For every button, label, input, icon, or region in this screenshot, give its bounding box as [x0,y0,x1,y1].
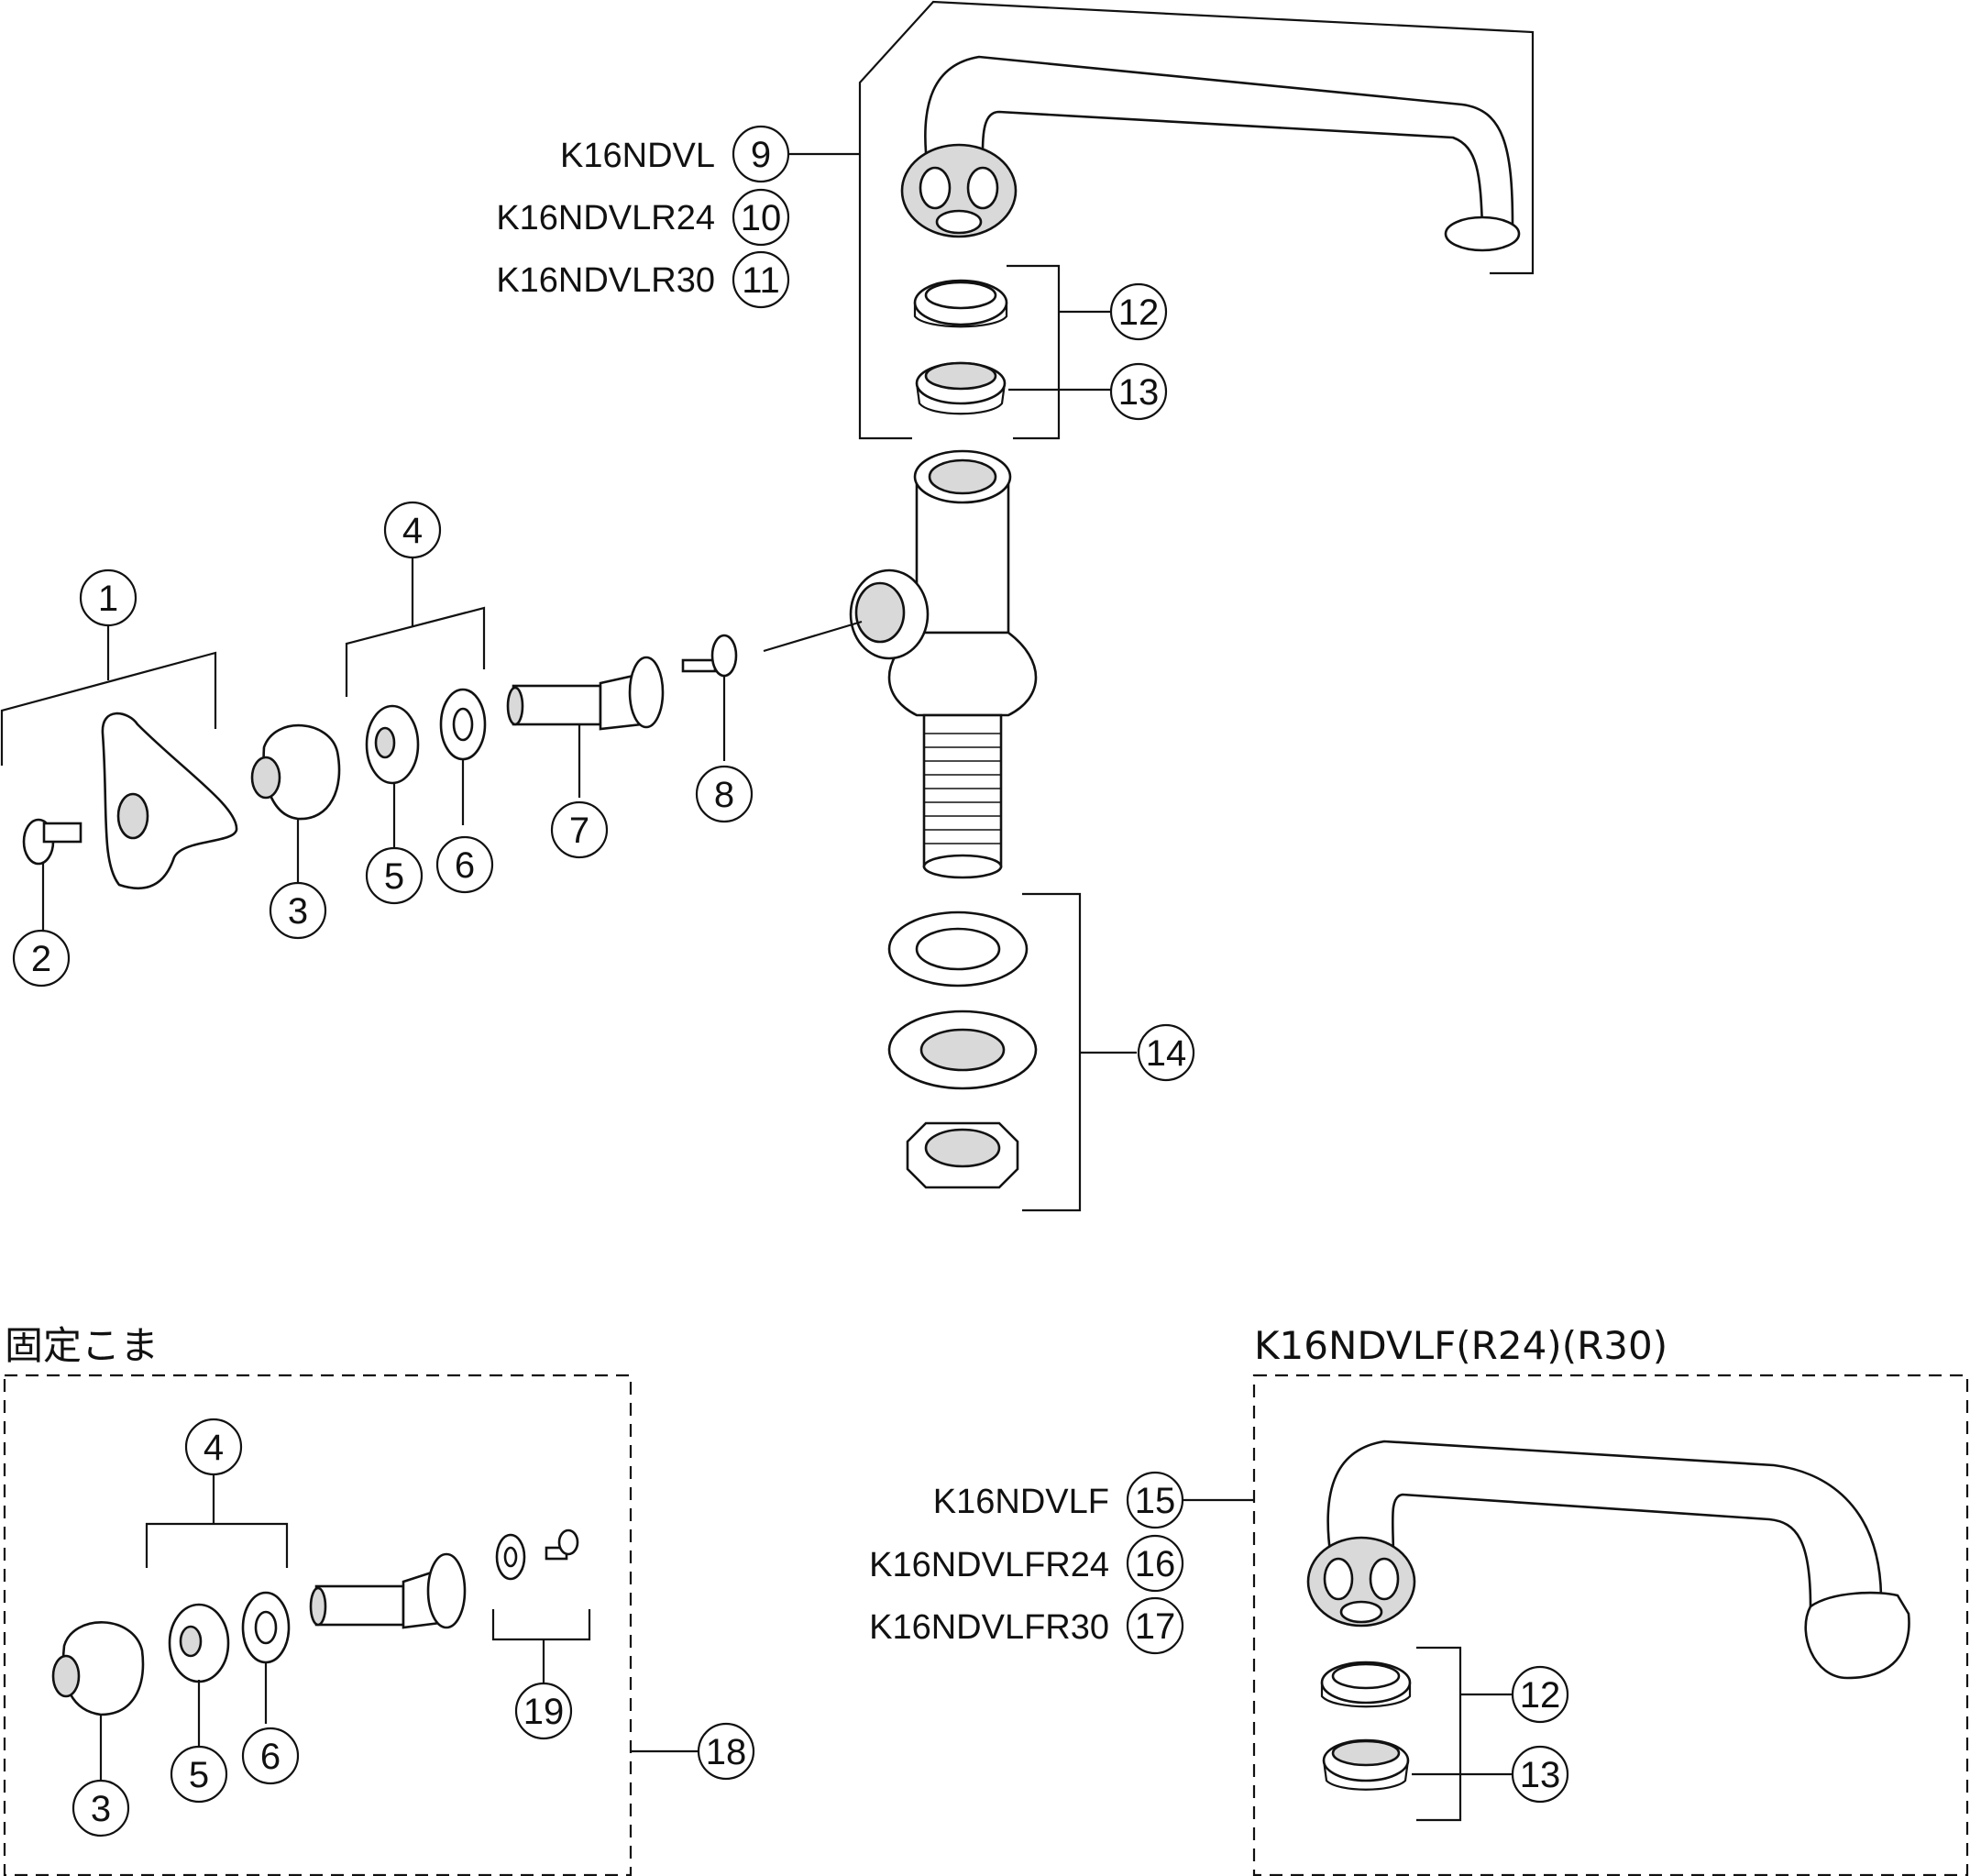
svg-text:4: 4 [402,511,423,551]
callout-8: 8 [695,765,754,823]
model-label-k16ndvlfr24: K16NDVLFR24 [869,1546,1109,1584]
svg-text:17: 17 [1135,1606,1176,1647]
svg-text:6: 6 [455,845,475,886]
svg-text:1: 1 [98,579,118,619]
fixed-part-5-packing [168,1603,230,1747]
part-5-packing [365,704,420,848]
fixed-part-19-washer-screw [495,1528,579,1581]
svg-text:15: 15 [1135,1481,1176,1521]
fixed-part-3-cap [51,1621,145,1783]
svg-text:12: 12 [1118,292,1160,333]
callout-15: 15 [1126,1471,1184,1529]
part-8-washer-top [681,634,738,761]
part-12-top [913,279,1008,328]
spout-group-bracket [858,0,1535,440]
callout-17: 17 [1126,1596,1184,1655]
part-14-washer [887,910,1029,988]
fixed-part-6-washer [241,1591,291,1724]
callout-18: 18 [697,1722,755,1781]
part-2-screw [22,818,83,931]
callout-10: 10 [732,188,790,247]
part-7-spindle [506,656,665,798]
callout-4-fixed: 4 [184,1418,243,1476]
callout-16: 16 [1126,1534,1184,1593]
section-title-fixed-top: 固定こま [5,1323,159,1368]
svg-text:14: 14 [1146,1033,1187,1074]
svg-text:12: 12 [1520,1675,1561,1716]
svg-text:4: 4 [204,1428,224,1468]
svg-text:11: 11 [742,260,780,301]
callout-13: 13 [1109,362,1168,421]
svg-text:5: 5 [189,1755,209,1795]
callout-12: 12 [1109,282,1168,341]
svg-text:3: 3 [91,1789,111,1829]
callout-12-variant: 12 [1511,1665,1569,1724]
callout-11: 11 [732,250,790,309]
callout-6: 6 [435,835,494,894]
callout-6-fixed: 6 [241,1727,300,1785]
svg-text:3: 3 [288,891,308,932]
fixed-spindle [309,1552,467,1629]
svg-text:13: 13 [1118,372,1160,413]
svg-text:13: 13 [1520,1755,1561,1795]
section-title-spout-variant: K16NDVLF(R24)(R30) [1254,1323,1667,1368]
model-label-k16ndvlf: K16NDVLF [933,1483,1109,1521]
part-14-nut [906,1121,1019,1189]
body-threads [924,733,1001,844]
part-1-handle [101,712,238,889]
callout-5: 5 [365,846,424,905]
variant-part-13 [1322,1738,1410,1791]
part-3-cap [250,723,341,885]
callout-5-fixed: 5 [170,1745,228,1804]
callout-14: 14 [1137,1023,1195,1082]
callout-4: 4 [383,501,442,559]
svg-text:9: 9 [751,135,771,175]
callout-3: 3 [269,881,327,940]
svg-text:18: 18 [706,1732,747,1772]
svg-text:19: 19 [523,1692,565,1732]
callout-19: 19 [514,1682,573,1740]
part-13-top [915,361,1007,415]
svg-text:5: 5 [384,856,404,897]
part-14-lock-washer [887,1010,1038,1090]
model-label-k16ndvlr30: K16NDVLR30 [496,261,715,300]
spout-main [900,55,1521,252]
svg-text:7: 7 [569,811,589,851]
callout-13-variant: 13 [1511,1745,1569,1804]
callout-1: 1 [79,568,138,627]
svg-text:6: 6 [260,1737,281,1777]
faucet-body [849,449,1038,879]
callout-7: 7 [550,800,609,859]
callout-3-fixed: 3 [72,1779,130,1837]
svg-text:2: 2 [31,939,51,979]
callout-2: 2 [12,929,71,988]
svg-text:16: 16 [1135,1544,1176,1584]
svg-text:10: 10 [741,198,782,238]
spout-variant [1306,1440,1910,1680]
svg-text:8: 8 [714,775,734,815]
model-label-k16ndvlfr30: K16NDVLFR30 [869,1608,1109,1647]
variant-part-12 [1320,1661,1412,1708]
model-label-k16ndvlr24: K16NDVLR24 [496,199,715,237]
callout-9: 9 [732,125,790,183]
part-6-washer [439,688,487,825]
model-label-k16ndvl: K16NDVL [560,137,715,175]
